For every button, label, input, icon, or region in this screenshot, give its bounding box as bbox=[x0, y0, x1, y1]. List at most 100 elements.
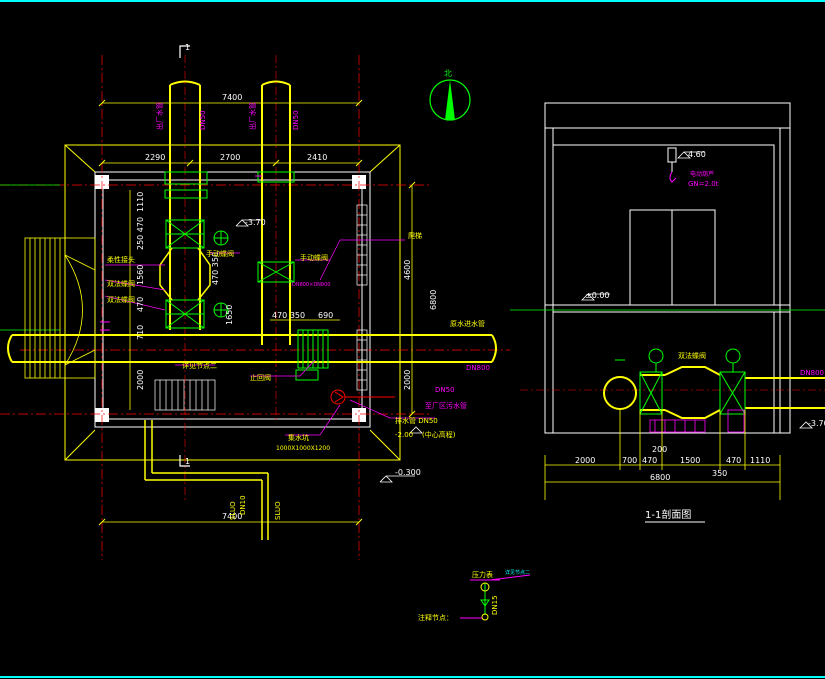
label-elev-2: -2.00 bbox=[395, 431, 413, 439]
label-elev-1: -3.70 bbox=[245, 218, 266, 227]
dim-top-b: 2700 bbox=[220, 153, 240, 162]
section-pipe bbox=[603, 366, 825, 419]
section-supports bbox=[649, 409, 745, 433]
section-marker-top-graphic bbox=[179, 45, 190, 58]
section-dim-c: 470 bbox=[642, 456, 657, 465]
label-valve-2: 手动蝶阀 bbox=[300, 253, 328, 262]
outlet-pipe-bottom bbox=[144, 420, 269, 540]
label-drain-pit: 集水坑 bbox=[288, 433, 309, 442]
label-left-1: 柔性接头 bbox=[107, 255, 135, 264]
elev-marker-icons bbox=[235, 219, 423, 483]
section-elev-right-icon bbox=[799, 421, 813, 429]
hoist-hook bbox=[669, 171, 677, 183]
check-valve bbox=[297, 329, 329, 369]
hoist-icon bbox=[667, 147, 677, 172]
label-drain-pit-size: 1000X1000X1200 bbox=[276, 445, 330, 452]
section-marker-bottom-graphic bbox=[179, 455, 190, 467]
section-note-top: 电动葫芦 bbox=[690, 170, 714, 178]
plan-gridlines bbox=[0, 55, 510, 560]
label-vertical-3: SLUO bbox=[274, 501, 282, 520]
dim-top-overall: 7400 bbox=[222, 93, 242, 102]
detail-label-1: 压力表 bbox=[472, 570, 493, 579]
section-marker-bottom: 1 bbox=[185, 457, 190, 466]
north-arrow-icon bbox=[429, 79, 471, 121]
external-steps bbox=[24, 237, 96, 379]
section-valve-label: 双法蝶阀 bbox=[678, 351, 706, 360]
valve-handwheel-upper bbox=[213, 230, 229, 246]
dim-inner-d: 1650 bbox=[225, 305, 234, 325]
plan-dimension-ticks bbox=[98, 99, 416, 526]
pressure-gauge-detail bbox=[460, 574, 531, 621]
label-vertical-1: DN10 bbox=[239, 495, 247, 515]
main-pipe bbox=[7, 334, 497, 363]
section-elev-icons bbox=[581, 151, 705, 301]
section-walls bbox=[544, 102, 791, 434]
label-main-in: 原水进水管 bbox=[450, 319, 485, 328]
label-outlet-1: 至厂区污水管 bbox=[425, 401, 467, 410]
dn-drain-label: DN50 bbox=[435, 386, 455, 394]
label-elev-2-note: (中心高程) bbox=[422, 430, 456, 439]
label-elev-3: -0.300 bbox=[395, 468, 421, 477]
vertical-pipe-left bbox=[169, 80, 201, 330]
dim-right-b: 6800 bbox=[429, 290, 438, 310]
dn-label-b: DN50 bbox=[292, 110, 300, 130]
section-elev-ground: ±0.00 bbox=[585, 291, 610, 300]
label-valve-1: 手动蝶阀 bbox=[206, 249, 234, 258]
dim-left-e: 710 bbox=[136, 325, 145, 340]
dim-top-a: 2290 bbox=[145, 153, 165, 162]
pipe-reducer bbox=[159, 247, 211, 301]
label-pump-pipe: 排水管 DN50 bbox=[395, 416, 438, 425]
detail-label-3: DN15 bbox=[491, 595, 499, 615]
section-dim-overall: 6800 bbox=[650, 473, 670, 482]
section-elev-right: -3.70 bbox=[808, 419, 825, 428]
dim-right-a: 4600 bbox=[403, 260, 412, 280]
section-elev-top: 4.60 bbox=[688, 150, 706, 159]
section-marker-top: 1 bbox=[185, 43, 190, 52]
valve-handwheel-lower bbox=[213, 302, 229, 318]
section-note-top2: GN=2.0t bbox=[688, 180, 719, 188]
dim-left-d: 470 bbox=[136, 297, 145, 312]
section-dim-lines bbox=[544, 410, 781, 500]
dim-left-c: 1560 bbox=[136, 265, 145, 285]
dim-inner-a: 470 350 bbox=[272, 311, 305, 320]
dim-top-c: 2410 bbox=[307, 153, 327, 162]
label-left-2: 双法蝶阀 bbox=[107, 279, 135, 288]
label-vertical-2: SLUO bbox=[229, 501, 237, 520]
dn-label-a: DN50 bbox=[199, 110, 207, 130]
dim-left-b: 250 470 bbox=[136, 217, 145, 250]
tag-b: 出厂水管 bbox=[248, 102, 257, 130]
tag-a: 出厂水管 bbox=[155, 102, 164, 130]
detail-note: 注释节点： bbox=[418, 613, 453, 622]
label-left-3: 双法蝶阀 bbox=[107, 295, 135, 304]
north-label: 北 bbox=[444, 69, 452, 78]
section-dn-right: DN800 bbox=[800, 369, 824, 377]
section-view bbox=[510, 102, 825, 523]
section-dim-f: 1110 bbox=[750, 456, 770, 465]
section-title: 1-1剖面图 bbox=[645, 508, 691, 521]
check-valve-base bbox=[295, 369, 319, 381]
dim-left-a: 1110 bbox=[136, 192, 145, 212]
section-dim-h: 350 bbox=[712, 469, 727, 478]
dim-right-c: 2000 bbox=[403, 370, 412, 390]
plan-view bbox=[0, 45, 531, 621]
label-check: 止回阀 bbox=[250, 373, 271, 382]
section-dim-d: 1500 bbox=[680, 456, 700, 465]
butterfly-valve-right bbox=[257, 261, 295, 283]
butterfly-valve-upper bbox=[165, 219, 205, 249]
section-dim-g: 200 bbox=[652, 445, 667, 454]
section-dim-b: 700 bbox=[622, 456, 637, 465]
wall-sleeve-ticks bbox=[100, 175, 262, 331]
label-pipe-desc: DN800×DN800 bbox=[292, 282, 330, 288]
plan-leaders bbox=[104, 239, 435, 436]
flanges-top bbox=[164, 171, 295, 199]
butterfly-valve-lower bbox=[165, 299, 205, 329]
label-ladder: 爬梯 bbox=[408, 231, 422, 240]
dn-main-label: DN800 bbox=[466, 364, 490, 372]
vertical-pipe-right bbox=[261, 80, 291, 345]
dim-inner-b: 690 bbox=[318, 311, 333, 320]
section-dim-e: 470 bbox=[726, 456, 741, 465]
section-valves bbox=[615, 348, 746, 415]
dim-left-f: 2000 bbox=[136, 370, 145, 390]
detail-label-2: 详见节点二 bbox=[505, 569, 530, 576]
